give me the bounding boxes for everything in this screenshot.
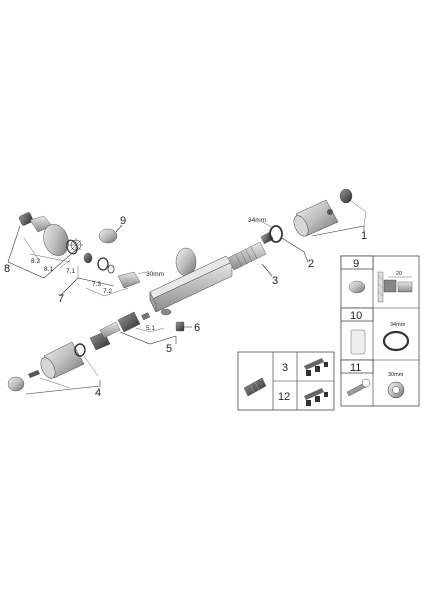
part-1-button [327,209,333,215]
part-3-cartridge [227,241,267,271]
part-8-1-ring [66,239,78,255]
accessory-table: 9 10 11 20 34mm 30mm [340,255,420,407]
label-5-1: 5.1 [146,325,155,332]
service-3-parts [304,358,328,376]
label-34mm-top: 34mm [248,217,266,224]
part-7-nut [83,252,93,264]
part-6-nut [175,321,185,332]
label-7: 7 [58,293,64,305]
part-5-cartridge [117,311,141,333]
label-3: 3 [272,275,278,287]
service-table: 3 12 [237,351,335,411]
part-1-group: 1 [293,188,367,242]
part-5-group: 5.1 5 [117,311,177,355]
label-8-2: 8.2 [31,258,40,265]
label-1: 1 [361,230,367,242]
part-4-screw [28,370,40,378]
part-9-group: 9 [98,215,126,244]
label-9: 9 [120,215,126,227]
part-8-group: 8 8.2 8.1 [4,212,79,279]
service-12-parts [304,388,328,406]
label-7-2: 7.2 [103,288,112,295]
table-10-ring-icon [382,330,410,352]
table-cell-3: 3 [282,362,288,374]
table-9-cap-icon [348,280,366,294]
part-7-group: 7 7.1 7.3 7.2 30mm [58,238,164,305]
table-11-dim-30mm: 30mm [388,372,404,378]
thermostat-body-end [149,291,157,313]
part-6-group: 6 [175,321,200,334]
part-2-ring [269,225,283,243]
main-body-group [149,247,233,316]
part-4-group: 4 [7,321,121,399]
part-1-cap [339,188,353,204]
label-8: 8 [4,263,10,275]
part-7-1-washer [69,238,83,252]
label-30mm-left: 30mm [146,271,164,278]
table-cell-12: 12 [278,391,290,403]
label-6: 6 [194,322,200,334]
label-2: 2 [308,258,314,270]
part-8-rosette [43,224,69,256]
table-9-dim-20: 20 [396,271,402,277]
part-3-group: 3 [227,231,278,287]
service-cartridge-icon [243,377,267,397]
table-10-sleeve-icon [350,329,366,355]
table-10-dim-34mm: 34mm [390,322,406,328]
part-7-eccentric [117,271,141,289]
part-9-cap [98,228,118,244]
label-4: 4 [95,387,101,399]
body-outlet [160,308,172,316]
part-1-handle-face [293,215,309,237]
part-5-1-clip [141,312,151,321]
table-cell-11: 11 [350,362,361,374]
label-5: 5 [166,343,172,355]
table-9-wall-detail: 20 [377,271,413,303]
part-2-group: 34mm 2 [248,217,314,270]
part-7-3-seal [107,264,115,274]
part-4-ring [74,343,86,357]
part-4-handle-face [40,357,56,379]
part-8-connector-hex [18,212,34,226]
table-11-wrench-jaw [361,378,371,388]
label-7-3: 7.3 [92,281,101,288]
table-cell-10: 10 [350,310,362,322]
part-4-spindle [99,321,121,339]
table-cell-9: 9 [353,258,359,270]
label-7-1: 7.1 [66,268,75,275]
label-8-1: 8.1 [44,266,53,273]
part-4-cap [7,376,25,392]
part-7-2-ring [97,257,109,271]
